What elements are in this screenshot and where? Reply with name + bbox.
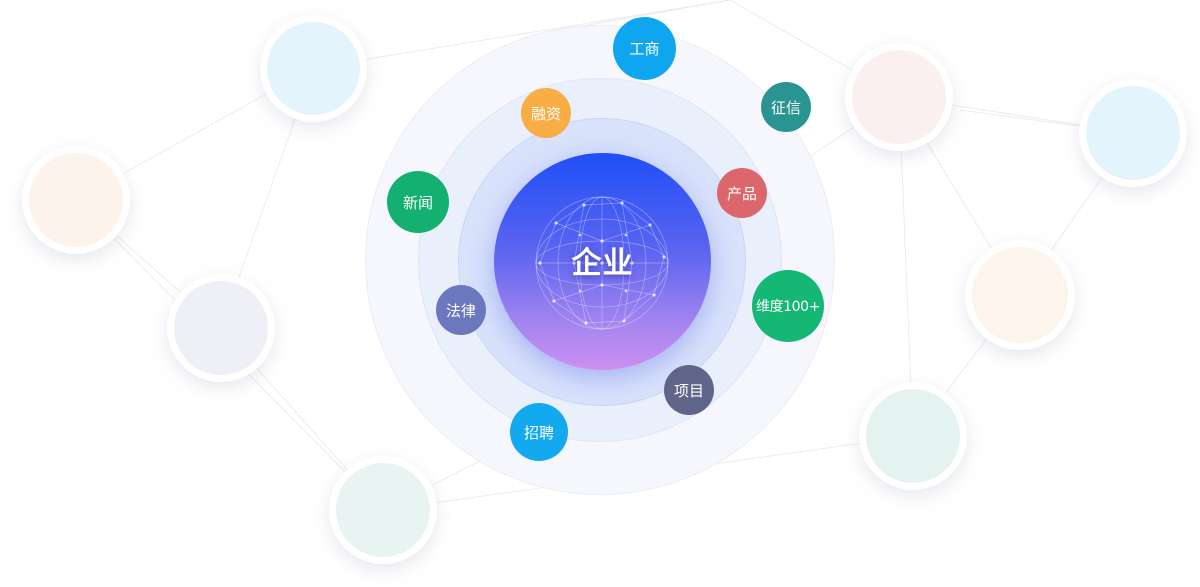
- node-zhengxin[interactable]: 征信: [761, 82, 811, 132]
- decor-circle-fill: [972, 247, 1068, 343]
- node-zhaopin[interactable]: 招聘: [510, 403, 568, 461]
- decor-circle-fill: [852, 50, 946, 144]
- node-label: 维度100+: [755, 299, 821, 315]
- node-label: 融资: [530, 104, 561, 123]
- node-rongzi[interactable]: 融资: [521, 88, 571, 138]
- node-falv[interactable]: 法律: [436, 285, 486, 335]
- center-core[interactable]: 企业: [494, 153, 711, 370]
- decor-circle-3: [167, 274, 275, 382]
- decor-circle-7: [965, 240, 1075, 350]
- node-label: 征信: [770, 98, 801, 117]
- node-label: 工商: [629, 40, 660, 58]
- decor-circle-fill: [267, 22, 360, 115]
- node-label: 项目: [673, 381, 704, 400]
- node-weidu[interactable]: 维度100+: [752, 270, 824, 342]
- node-label: 招聘: [523, 423, 554, 442]
- decor-circle-fill: [336, 463, 430, 557]
- decor-circle-8: [859, 382, 967, 490]
- decor-circle-fill: [1086, 86, 1180, 180]
- node-label: 产品: [726, 184, 757, 203]
- decor-circle-fill: [29, 153, 123, 247]
- node-chanpin[interactable]: 产品: [717, 168, 767, 218]
- decor-circle-fill: [866, 389, 960, 483]
- node-gongshang[interactable]: 工商: [613, 17, 676, 80]
- decor-circle-fill: [174, 281, 268, 375]
- decor-circle-4: [329, 456, 437, 564]
- decor-circle-1: [260, 15, 367, 122]
- wireframe-globe-icon: [535, 196, 669, 330]
- node-label: 法律: [445, 301, 476, 320]
- decor-circle-5: [845, 43, 953, 151]
- node-label: 新闻: [402, 193, 433, 212]
- node-xinwen[interactable]: 新闻: [387, 171, 449, 233]
- decor-circle-6: [1079, 79, 1187, 187]
- node-xiangmu[interactable]: 项目: [664, 365, 714, 415]
- center-label: 企业: [571, 245, 634, 281]
- decor-circle-2: [22, 146, 130, 254]
